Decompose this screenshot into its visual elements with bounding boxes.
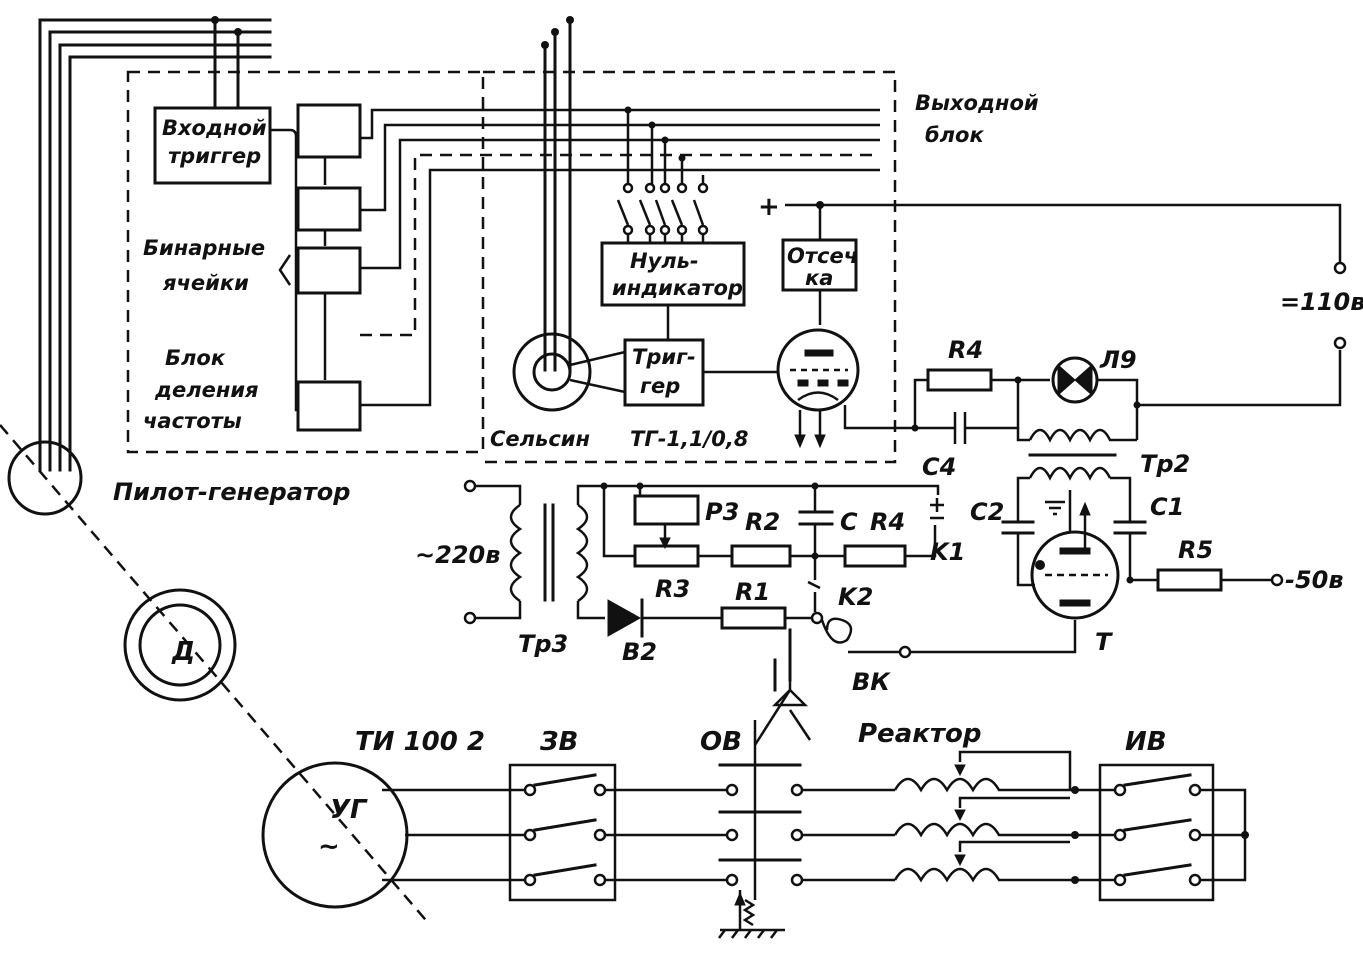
k2-label: K2 — [838, 583, 873, 611]
input-trigger-label-2: триггер — [168, 144, 261, 168]
selsyn-symbol — [512, 332, 626, 412]
tube-t-circuit — [1001, 476, 1284, 620]
v110-terminal-bottom — [1333, 336, 1347, 350]
binary-cells-label-1: Бинарные — [143, 236, 265, 260]
c4-label: C4 — [922, 453, 956, 481]
c-label: C — [840, 508, 858, 536]
v220-label: ~220в — [415, 541, 500, 569]
p3-label: P3 — [705, 498, 739, 526]
zv-label: ЗВ — [539, 727, 578, 757]
output-block-label-1: Выходной — [915, 91, 1039, 115]
shaft-line — [0, 424, 431, 926]
freq-div-label-2: деления — [154, 378, 259, 402]
r5-label: R5 — [1178, 536, 1213, 564]
c1-label: C1 — [1150, 493, 1184, 521]
r3-label: R3 — [655, 575, 690, 603]
freq-div-label-3: частоты — [143, 409, 242, 433]
ov-label: ОВ — [700, 727, 742, 757]
r4-label: R4 — [870, 508, 905, 536]
binary-cells-label-2: ячейки — [162, 271, 249, 295]
r4-top-label: R4 — [948, 336, 983, 364]
tr3-label: Тр3 — [518, 630, 568, 658]
output-block-label-2: блок — [925, 123, 984, 147]
pilot-bus-lines — [38, 16, 574, 472]
cutoff-label-2: ка — [805, 266, 833, 290]
iv-label: ИВ — [1125, 727, 1167, 757]
b2-label: B2 — [622, 638, 657, 666]
null-indicator-taps — [616, 106, 709, 243]
output-block-frame — [483, 70, 897, 464]
lamp-label: Л9 — [1099, 346, 1137, 374]
pilot-gen-label: Пилот-генератор — [113, 478, 350, 506]
tr3-circuit — [463, 479, 1077, 659]
selsyn-label: Сельсин — [490, 427, 590, 451]
input-trigger-label-1: Входной — [162, 116, 267, 140]
reactor-label: Реактор — [858, 719, 981, 749]
trigger-label-1: Триг- — [632, 345, 696, 369]
ti-label: ТИ 100 2 — [355, 727, 485, 757]
tg-label: ТГ-1,1/0,8 — [630, 427, 749, 451]
null-indicator-label-1: Нуль- — [630, 249, 699, 273]
motor-outer — [123, 588, 237, 702]
c2-label: C2 — [970, 498, 1004, 526]
null-indicator-label-2: индикатор — [612, 276, 743, 300]
r2-label: R2 — [745, 508, 780, 536]
ug-tilde: ~ — [318, 832, 340, 862]
freq-div-label-1: Блок — [165, 346, 226, 370]
v110-label: =110в — [1280, 288, 1363, 316]
k1-label: K1 — [930, 538, 965, 566]
tg-tube — [703, 290, 915, 449]
tr2-label: Тр2 — [1140, 450, 1190, 478]
output-circuit — [911, 350, 1342, 481]
bk-label: ВК — [852, 668, 891, 696]
null-indicator-box — [600, 241, 746, 307]
t-label: T — [1095, 628, 1113, 656]
motor-label: Д — [171, 637, 195, 667]
cutoff-label-1: Отсеч — [787, 244, 858, 268]
v110-terminal-top — [1333, 261, 1347, 275]
plus-sign: + — [758, 192, 780, 222]
motor-inner — [138, 603, 222, 687]
trigger-label-2: гер — [640, 374, 680, 398]
ug-label: УГ — [330, 795, 368, 825]
r1-label: R1 — [735, 578, 770, 606]
freq-divider-frame — [126, 70, 485, 454]
v50-label: -50в — [1285, 566, 1344, 594]
input-trigger-box — [153, 106, 272, 185]
three-phase-lines — [382, 628, 1249, 939]
pilot-generator-symbol — [7, 440, 83, 516]
